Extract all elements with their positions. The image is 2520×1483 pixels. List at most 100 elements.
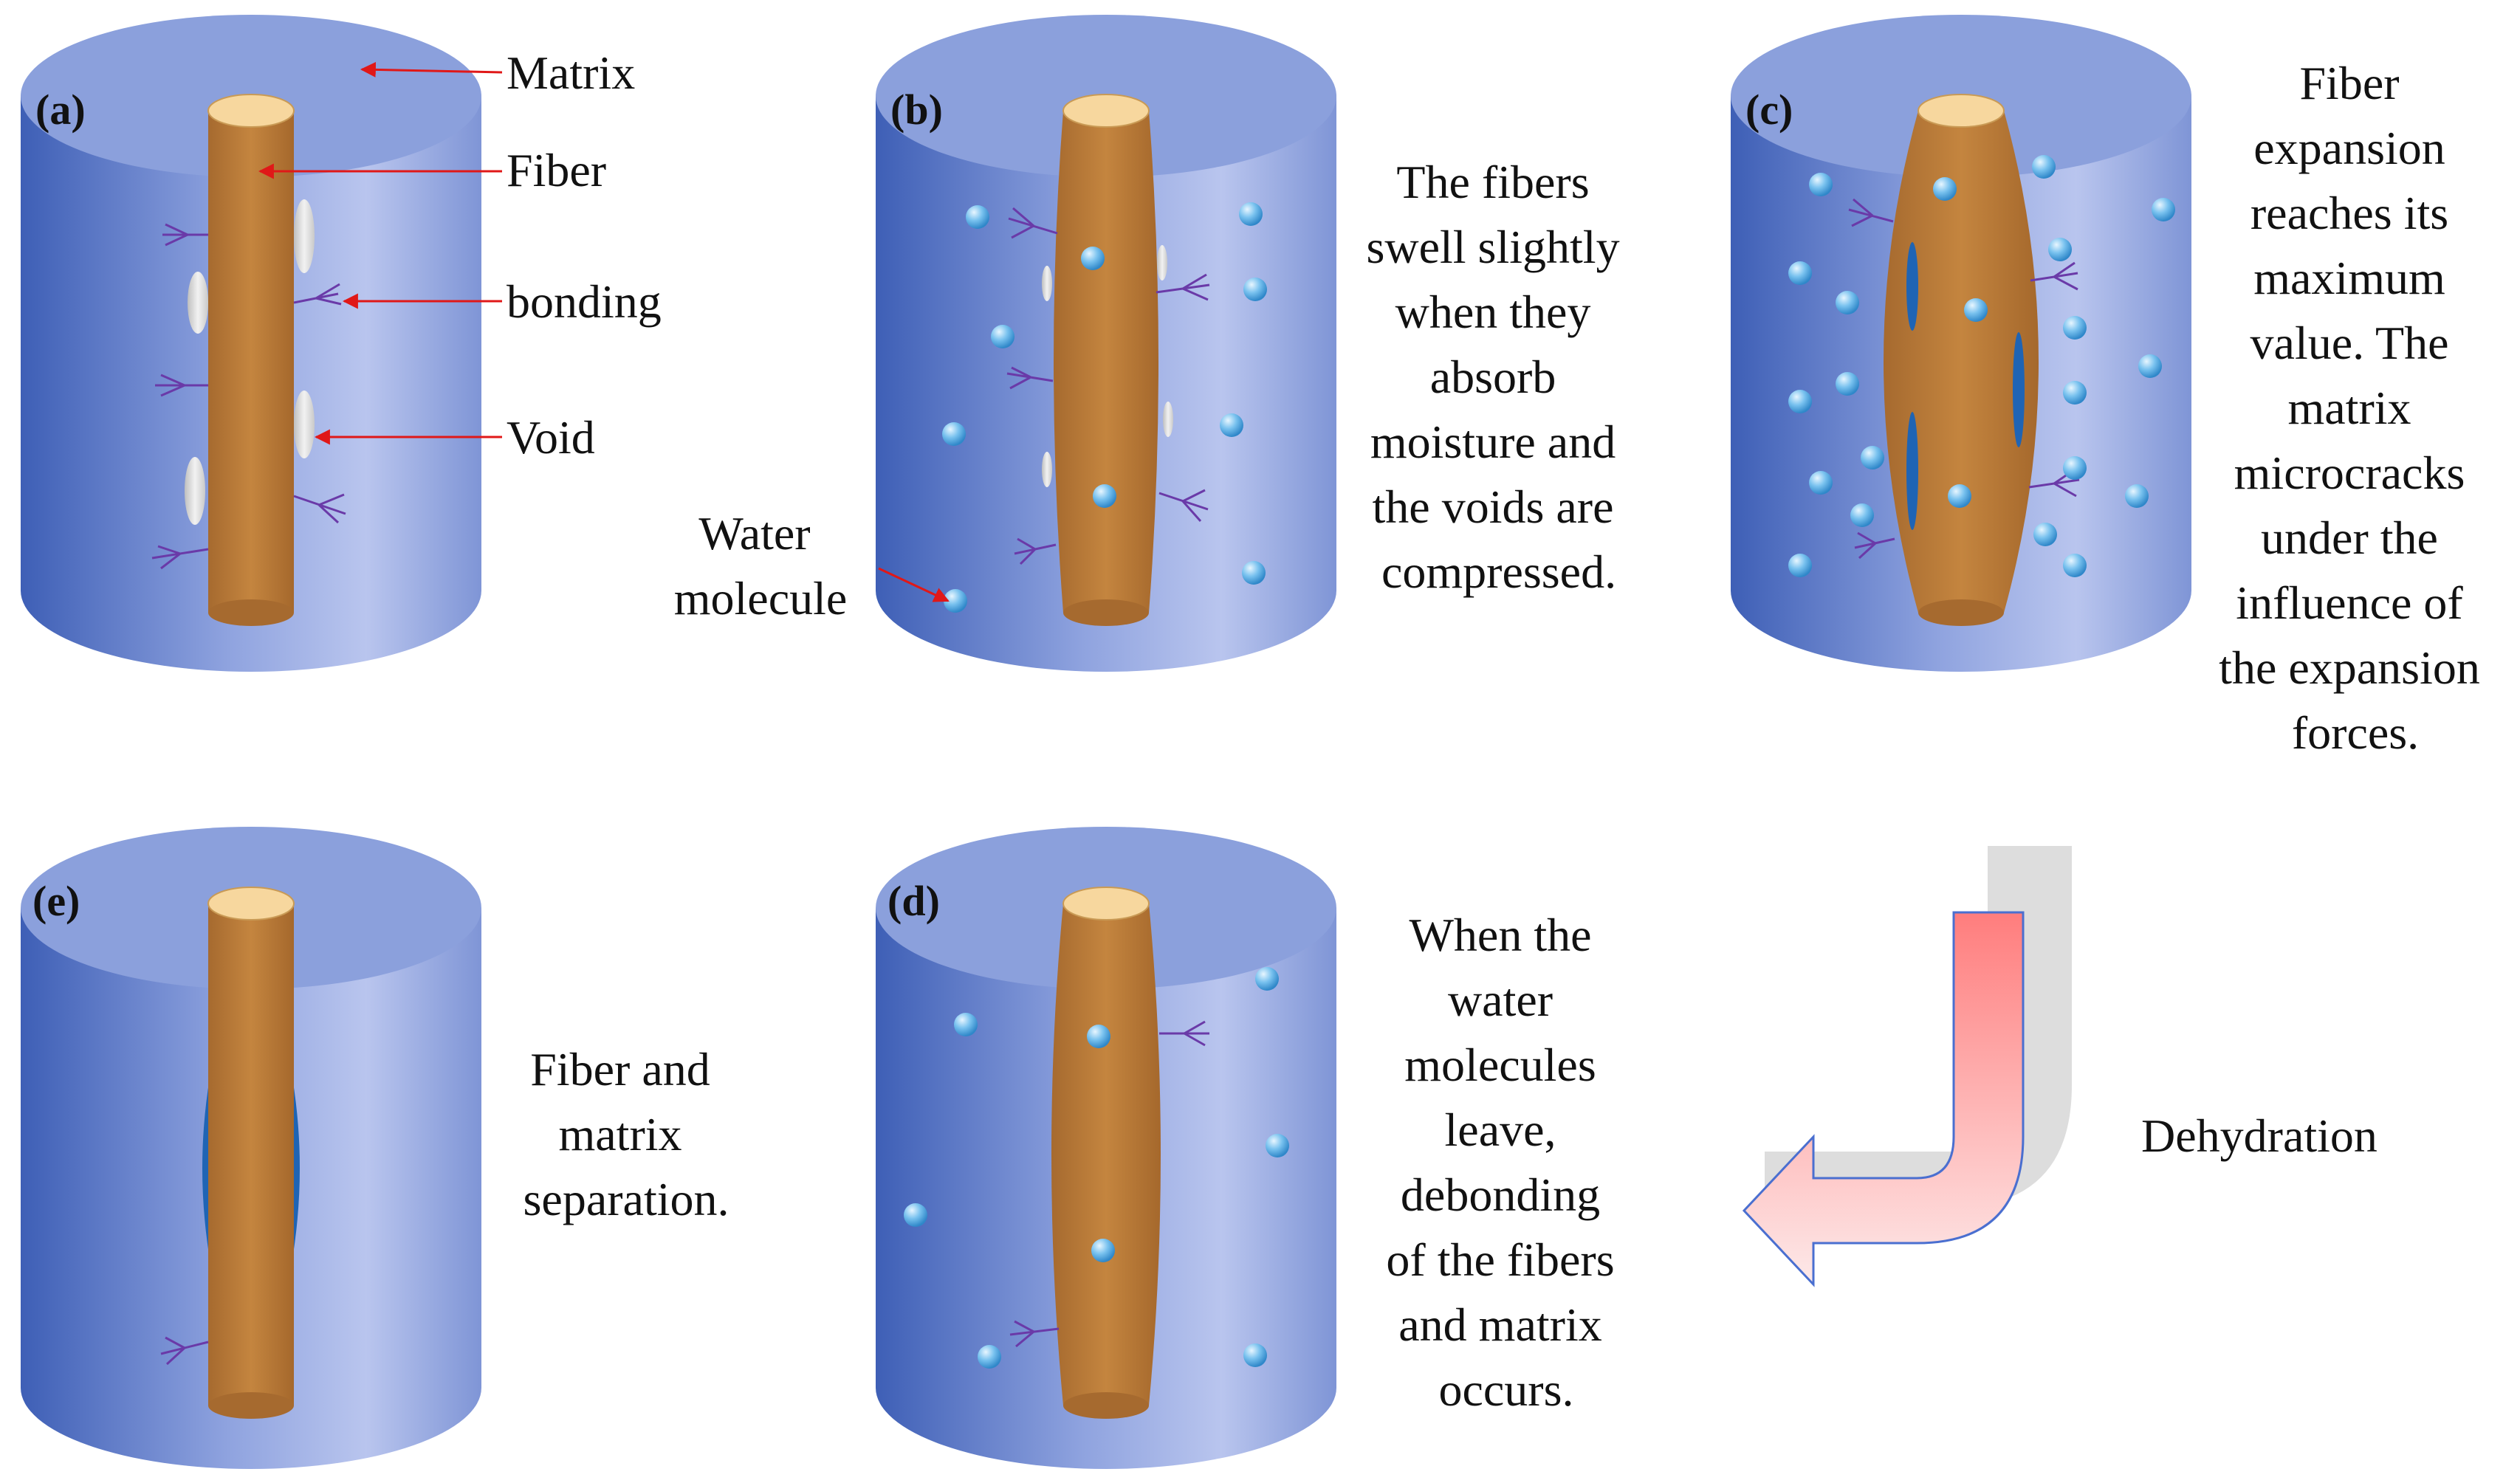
caption-c-line: maximum	[2253, 252, 2445, 304]
void-a-1	[294, 199, 315, 273]
water-molecule	[2063, 456, 2087, 480]
caption-d-line: When the	[1410, 909, 1592, 961]
caption-c-line: Fiber	[2299, 57, 2399, 109]
water-molecule	[1850, 503, 1874, 527]
fiber-d	[1051, 904, 1161, 1405]
water-molecule	[1093, 484, 1116, 508]
panel-letter-e: (e)	[32, 877, 80, 925]
water-molecule	[904, 1203, 927, 1227]
fiber-bottom-b	[1063, 599, 1149, 626]
water-molecule	[1266, 1134, 1289, 1157]
void-b-4	[1042, 452, 1052, 487]
fiber-b	[1054, 111, 1158, 613]
caption-b-line: when they	[1395, 286, 1591, 338]
microcrack-c-1	[1906, 242, 1918, 331]
panel-b: (b)	[876, 15, 1336, 672]
caption-d-line: water	[1448, 974, 1553, 1026]
caption-d-line: debonding	[1401, 1169, 1600, 1221]
caption-c-line: value. The	[2251, 317, 2449, 369]
water-molecule	[1788, 390, 1812, 413]
caption-d-line: occurs.	[1438, 1363, 1573, 1416]
water-molecule	[2063, 316, 2087, 340]
water-molecule	[1933, 177, 1957, 201]
fiber-label: Fiber	[507, 144, 606, 196]
caption-d-line: of the fibers	[1386, 1233, 1614, 1286]
void-b-3	[1163, 402, 1173, 437]
microcrack-c-3	[1906, 412, 1918, 530]
water-molecule	[1081, 247, 1105, 270]
water-molecule	[1243, 278, 1267, 301]
fiber-bottom-a	[208, 599, 294, 626]
water-molecule	[1220, 413, 1243, 437]
fiber-e	[208, 904, 294, 1405]
dehydration-arrow	[1744, 846, 2072, 1284]
caption-d-line: and matrix	[1398, 1298, 1601, 1351]
void-b-2	[1042, 266, 1052, 301]
caption-c-line: influence of	[2236, 577, 2463, 629]
caption-e-line: Fiber and	[530, 1043, 710, 1095]
panel-letter-a: (a)	[35, 86, 86, 134]
caption-b-line: the voids are	[1373, 481, 1614, 533]
fiber-top-e	[208, 887, 294, 920]
matrix-label: Matrix	[507, 47, 635, 99]
caption-c-line: forces.	[2292, 706, 2419, 759]
water-molecule	[2032, 155, 2056, 179]
water-molecule	[1788, 261, 1812, 285]
caption-c: Fiber expansion reaches its maximum valu…	[2219, 57, 2492, 759]
water-molecule	[1242, 561, 1266, 585]
caption-d-line: molecules	[1404, 1039, 1596, 1091]
water-molecule	[1788, 554, 1812, 577]
water-molecule	[991, 325, 1014, 348]
component-labels: Matrix Fiber bonding Void	[507, 47, 662, 464]
caption-c-line: matrix	[2287, 382, 2411, 434]
water-molecule	[2152, 198, 2175, 221]
water-molecule	[978, 1345, 1001, 1369]
water-molecule-label-line: Water	[698, 507, 810, 560]
water-molecule	[1239, 202, 1263, 226]
water-molecule	[1809, 173, 1833, 196]
water-molecule	[2125, 484, 2149, 508]
caption-b-line: swell slightly	[1366, 221, 1619, 273]
water-molecule	[966, 205, 989, 229]
caption-c-line: reaches its	[2251, 187, 2448, 239]
fiber-bottom-e	[208, 1392, 294, 1419]
water-molecule	[2063, 554, 2087, 577]
water-molecule	[1964, 298, 1988, 322]
void-a-2	[188, 272, 208, 334]
void-a-4	[185, 457, 205, 525]
fiber-top-b	[1063, 94, 1149, 127]
fiber-a	[208, 111, 294, 613]
caption-c-line: microcracks	[2234, 447, 2465, 499]
caption-e: Fiber and matrix separation.	[523, 1043, 729, 1225]
fiber-top-d	[1063, 887, 1149, 920]
panel-letter-d: (d)	[888, 877, 940, 925]
water-molecule	[1809, 471, 1833, 495]
dehydration-label: Dehydration	[2141, 1109, 2377, 1162]
caption-d-line: leave,	[1445, 1104, 1556, 1156]
water-molecule	[2138, 354, 2162, 378]
panel-a: (a)	[21, 15, 481, 672]
microcrack-c-2	[2013, 332, 2025, 447]
caption-c-line: expansion	[2253, 122, 2445, 174]
caption-b-line: The fibers	[1396, 156, 1589, 208]
panel-e: (e)	[21, 827, 481, 1469]
bonding-label: bonding	[507, 275, 662, 328]
void-label: Void	[507, 411, 595, 464]
water-molecule	[1861, 446, 1884, 469]
caption-b-line: absorb	[1430, 351, 1556, 403]
fiber-top-a	[208, 94, 294, 127]
water-molecule	[1255, 967, 1279, 991]
caption-b-line: compressed.	[1381, 546, 1616, 598]
panel-c: (c)	[1731, 15, 2191, 672]
caption-e-line: separation.	[523, 1173, 729, 1225]
fiber-top-c	[1918, 94, 2004, 127]
water-molecule	[1087, 1025, 1110, 1048]
fiber-bottom-c	[1918, 599, 2004, 626]
panel-d: (d)	[876, 827, 1336, 1469]
arrow-body	[1744, 912, 2023, 1284]
water-molecule-label: Water molecule	[674, 507, 848, 624]
panel-letter-c: (c)	[1745, 86, 1793, 134]
water-molecule	[2048, 238, 2072, 261]
caption-c-line: the expansion	[2219, 641, 2480, 694]
